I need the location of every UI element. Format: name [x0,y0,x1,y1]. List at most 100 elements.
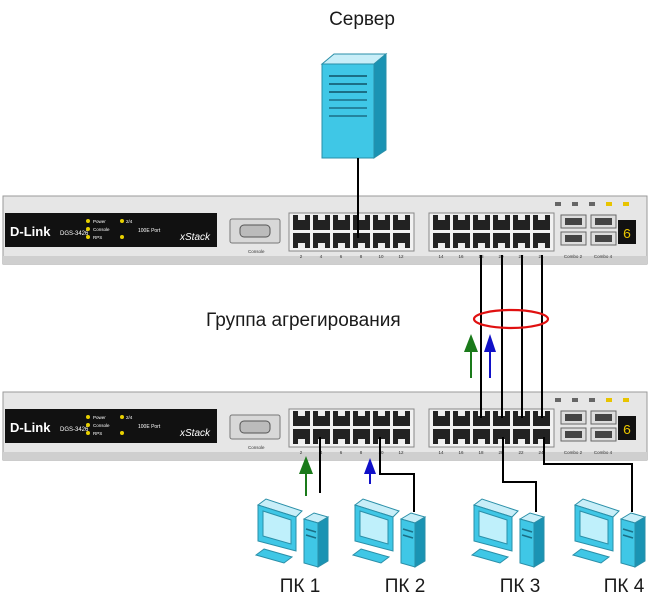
switch-top-port [373,215,390,230]
switch-top-display-digit: 6 [623,227,631,243]
switch-bottom-combo-slot [565,414,582,421]
switch-top-port-latch [518,243,525,248]
switch-bottom-port [313,429,330,444]
switch-bottom-led-label: RPS [93,431,102,436]
switch-bottom-port-latch [458,411,465,416]
pc4-icon-keyboard [571,548,611,564]
switch-top-status-led [572,202,578,206]
switch-bottom-port [393,429,410,444]
switch-bottom-port-number: 22 [518,450,524,455]
switch-bottom-port [453,411,470,426]
switch-top-port-latch [298,215,305,220]
switch-bottom-port [373,429,390,444]
switch-top-port-legend: 100E Port [138,228,161,234]
switch-bottom-port [353,429,370,444]
pc2-icon-tower-side [414,516,426,568]
switch-top-led-label: Power [93,219,106,224]
switch-top-port-latch [378,243,385,248]
switch-bottom-port-latch [398,439,405,444]
switch-top-port-number: 2 [300,254,303,259]
switch-top-status-led [623,202,629,206]
switch-bottom-port-latch [498,439,505,444]
switch-top-led-rps [86,235,90,239]
switch-top-port-number: 8 [360,254,363,259]
pc4-cable [543,437,633,512]
switch-bottom-port-latch [358,439,365,444]
switch-top-port-latch [398,243,405,248]
switch-bottom-status-led [572,398,578,402]
switch-top-port [473,233,490,248]
switch-top-display [618,220,636,244]
switch-top-port [373,233,390,248]
switch-bottom-status-led [555,398,561,402]
switch-bottom-port-number: 4 [320,450,323,455]
aggregation-ring [472,308,550,330]
switch-top-port-latch [378,215,385,220]
green-arrow-pc1 [299,456,313,496]
switch-top-port [293,215,310,230]
switch-bottom-port-number: 14 [438,450,444,455]
blue-arrow-upper [484,334,496,378]
switch-top-led-label: RPS [93,235,102,240]
switch-top-combo-slot [565,235,582,242]
pc3-cable [502,437,537,512]
pc4-icon-tower [620,518,636,568]
pc3-icon-drive [521,528,533,533]
switch-top-port-latch [358,215,365,220]
switch-top-led-console [86,227,90,231]
pc2-icon-screen [359,510,389,545]
switch-top-port [453,215,470,230]
switch-bottom-port [333,411,350,426]
switch-top-port-latch [318,215,325,220]
switch-top-port [433,215,450,230]
switch-bottom-port-latch [338,411,345,416]
switch-bottom-port [373,411,390,426]
switch-top-port-number: 12 [398,254,404,259]
switch-bottom-port [393,411,410,426]
switch-top-port-latch [458,215,465,220]
switch-top-port [453,233,470,248]
switch-bottom-console-label: Console [248,445,265,450]
switch-top-port [393,215,410,230]
switch-top-port-latch [438,243,445,248]
switch-top-port-number: 14 [438,254,444,259]
switch-top-series: xStack [179,232,211,243]
switch-bottom-port [293,429,310,444]
switch-top-combo-label: Combo 4 [594,254,613,259]
switch-bottom-port [473,429,490,444]
switch-bottom-port-latch [378,411,385,416]
blue-arrow-pc2 [364,458,376,484]
switch-bottom-port-latch [478,439,485,444]
pc1-icon [254,498,330,568]
switch-top-status-led [555,202,561,206]
pc1-icon-drive [305,528,317,533]
switch-bottom-port [533,429,550,444]
switch-top-port-latch [338,215,345,220]
switch-bottom-port-number: 16 [458,450,464,455]
switch-bottom-led-link2 [120,431,124,435]
pc3-icon-tower [519,518,535,568]
switch-bottom-port [433,429,450,444]
pc1-icon-tower-side [317,516,329,568]
switch-top-port [333,233,350,248]
switch-bottom-combo-slot [595,431,612,438]
switch-top-port-latch [298,243,305,248]
switch-top-port [433,233,450,248]
pc3-icon [470,498,546,568]
cables [319,158,633,512]
pc3-icon-keyboard [470,548,510,564]
pc1-icon-drive2 [305,534,317,539]
switch-top-port-latch [318,243,325,248]
switch-top-link-legend: 2/4 [126,219,133,224]
switch-bottom-port-number: 2 [300,450,303,455]
pc2-icon-keyboard [351,548,391,564]
switch-bottom-combo-label: Combo 4 [594,450,613,455]
switch-bottom-led-link [120,415,124,419]
aggregation-group-label: Группа агрегирования [206,310,401,331]
switch-top-status-led [589,202,595,206]
switch-bottom-port-number: 20 [498,450,504,455]
pc3-icon-screen [478,510,508,545]
switch-bottom-console-connector [239,420,271,434]
